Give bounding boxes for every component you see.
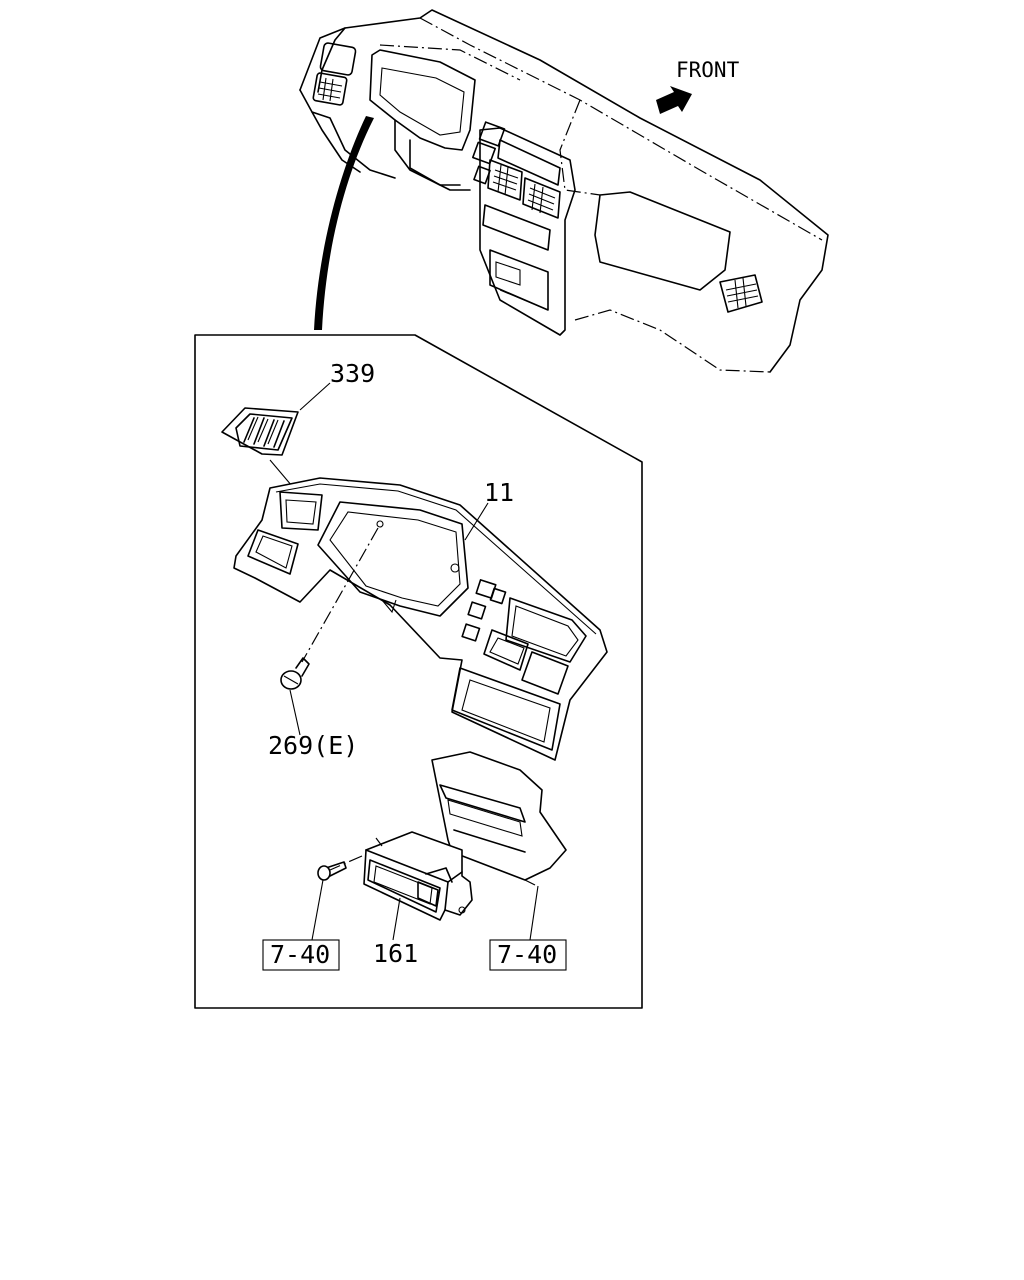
front-label: FRONT: [676, 58, 740, 82]
leader-11: [464, 502, 489, 541]
dashboard-overview: [299, 9, 829, 373]
front-direction-indicator: FRONT: [656, 58, 740, 114]
screw-axis-line: [301, 527, 379, 663]
part-11-cluster-bezel[interactable]: [233, 477, 608, 761]
leader-161: [392, 897, 401, 941]
reference-box-left[interactable]: 7-40: [262, 939, 340, 971]
leader-339: [299, 382, 331, 411]
part-269e-screw[interactable]: [280, 657, 310, 690]
reference-label-left: 7-40: [270, 940, 330, 969]
part-small-screw[interactable]: [317, 861, 347, 881]
part-number-161[interactable]: 161: [373, 939, 418, 968]
reference-label-right: 7-40: [497, 940, 557, 969]
part-number-269e[interactable]: 269(E): [268, 731, 358, 760]
leader-339-to-11: [269, 459, 293, 487]
center-console-panel-ref[interactable]: [431, 751, 567, 886]
part-339-vent-grille[interactable]: [221, 407, 299, 456]
part-number-11[interactable]: 11: [484, 478, 514, 507]
leader-269e: [289, 689, 301, 736]
front-arrow-icon: [656, 86, 692, 114]
part-161-pocket-box[interactable]: [363, 831, 473, 921]
reference-box-right[interactable]: 7-40: [489, 939, 567, 971]
leader-ref-right: [529, 885, 539, 941]
detail-frame: [194, 334, 643, 1009]
leader-ref-left: [311, 879, 324, 941]
small-screw-axis-line: [329, 855, 363, 871]
part-number-339[interactable]: 339: [330, 359, 375, 388]
